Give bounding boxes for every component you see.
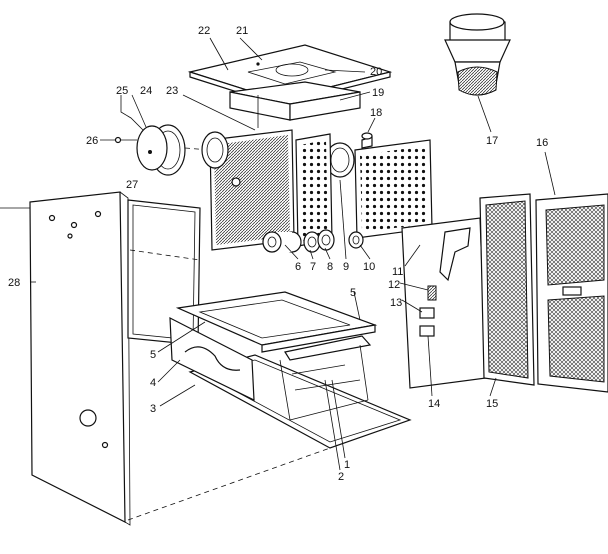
part-17-flue-collar [444, 13, 511, 96]
label-25: 25 [116, 85, 128, 97]
label-13: 13 [390, 297, 402, 309]
label-5b: 5 [350, 287, 356, 299]
label-10: 10 [363, 261, 375, 273]
label-6: 6 [295, 261, 301, 273]
label-14: 14 [428, 398, 440, 410]
part-9-nipple [348, 231, 364, 249]
label-28: 28 [8, 277, 20, 289]
part-5-burner-tray [175, 291, 378, 353]
label-26: 26 [86, 135, 98, 147]
label-12: 12 [388, 279, 400, 291]
label-19: 19 [372, 87, 384, 99]
label-24: 24 [140, 85, 152, 97]
label-5a: 5 [150, 349, 156, 361]
label-3: 3 [150, 403, 156, 415]
label-21: 21 [236, 25, 248, 37]
label-27: 27 [126, 179, 138, 191]
part-2-manifold [284, 335, 372, 375]
label-8: 8 [327, 261, 333, 273]
label-17: 17 [486, 135, 498, 147]
part-15-filter-panel [479, 193, 535, 386]
part-1-frame [279, 344, 369, 421]
label-2: 2 [338, 471, 344, 483]
label-4: 4 [150, 377, 156, 389]
label-1: 1 [344, 459, 350, 471]
part-8-nipple [317, 229, 335, 251]
part-28-side-panel [0, 191, 131, 526]
label-18: 18 [370, 107, 382, 119]
label-23: 23 [166, 85, 178, 97]
label-16: 16 [536, 137, 548, 149]
part-26-screw [100, 136, 137, 144]
part-18-rear-heat-exchanger [325, 132, 433, 239]
part-16-front-door [535, 193, 608, 393]
label-20: 20 [370, 66, 382, 78]
label-9: 9 [343, 261, 349, 273]
label-11: 11 [392, 266, 403, 278]
part-25-door-panel [120, 94, 168, 171]
part-23-front-heat-exchanger [201, 129, 295, 251]
part-labels: 1 2 3 4 5 5 6 7 8 9 10 11 12 13 14 15 16… [8, 25, 548, 483]
part-6-nipple [262, 231, 302, 253]
label-22: 22 [198, 25, 210, 37]
part-8-middle-section [295, 133, 333, 247]
label-7: 7 [310, 261, 316, 273]
part-27-inner-panel [127, 199, 201, 346]
part-4-burner-shield [169, 316, 255, 401]
part-14-control-plate [401, 217, 487, 389]
label-15: 15 [486, 398, 498, 410]
